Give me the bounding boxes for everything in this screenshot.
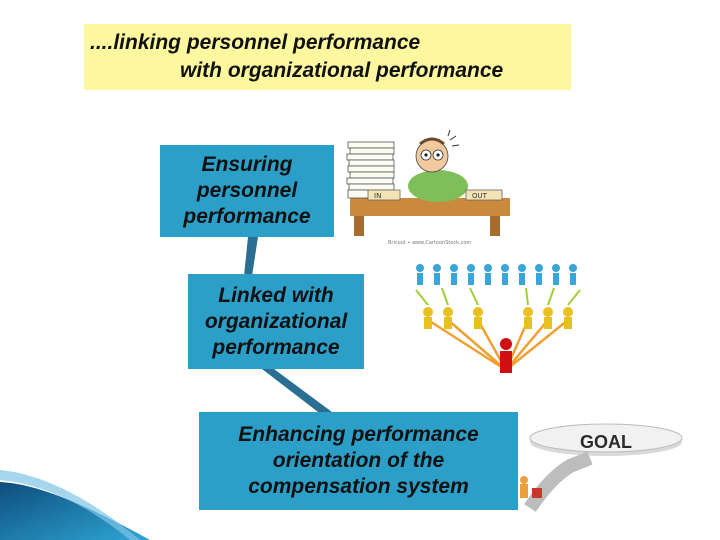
- step-2-line-1: Linked with: [218, 283, 334, 307]
- goal-illustration: GOAL: [520, 423, 683, 512]
- goal-label: GOAL: [580, 432, 632, 452]
- network-person-body: [553, 273, 559, 285]
- network-person-head: [569, 264, 577, 272]
- network-person-head: [552, 264, 560, 272]
- step-box-enhancing: Enhancing performance orientation of the…: [199, 412, 518, 510]
- step-1-line-3: performance: [183, 205, 311, 228]
- step-3-line-3: compensation system: [248, 475, 469, 498]
- network-person-head: [450, 264, 458, 272]
- network-person-body: [468, 273, 474, 285]
- network-person-head: [416, 264, 424, 272]
- decorative-wave: [0, 470, 150, 540]
- network-person-head: [518, 264, 526, 272]
- network-person-body: [434, 273, 440, 285]
- cartoon-credit: Bricout • www.CartoonStock.com: [388, 240, 471, 246]
- network-person-body: [502, 273, 508, 285]
- network-person-head: [467, 264, 475, 272]
- step-box-ensuring: Ensuring personnel performance: [160, 145, 334, 237]
- network-person-head: [535, 264, 543, 272]
- title-banner: ....linking personnel performance with o…: [84, 24, 571, 90]
- network-person-body: [536, 273, 542, 285]
- tray-out-label: OUT: [472, 192, 488, 200]
- step-1-line-1: Ensuring: [201, 153, 293, 176]
- title-line-2: with organizational performance: [180, 59, 504, 82]
- network-person-body: [570, 273, 576, 285]
- network-person-head: [484, 264, 492, 272]
- step-2-line-3: performance: [212, 335, 340, 359]
- network-person-body: [451, 273, 457, 285]
- step-3-line-1: Enhancing performance: [238, 423, 479, 446]
- network-person-body: [417, 273, 423, 285]
- people-network-icon: [415, 264, 581, 373]
- office-worker-illustration: IN OUT Bricout • www.CartoonStock.com: [346, 129, 510, 246]
- step-1-line-2: personnel: [196, 179, 298, 202]
- network-person-head: [433, 264, 441, 272]
- tray-in-label: IN: [374, 192, 381, 200]
- network-person-body: [485, 273, 491, 285]
- title-line-1: ....linking personnel performance: [90, 31, 421, 54]
- step-3-line-2: orientation of the: [272, 449, 445, 472]
- step-box-linked: Linked with organizational performance: [188, 274, 364, 369]
- network-person-head: [501, 264, 509, 272]
- step-2-line-2: organizational: [204, 309, 348, 333]
- network-person-body: [519, 273, 525, 285]
